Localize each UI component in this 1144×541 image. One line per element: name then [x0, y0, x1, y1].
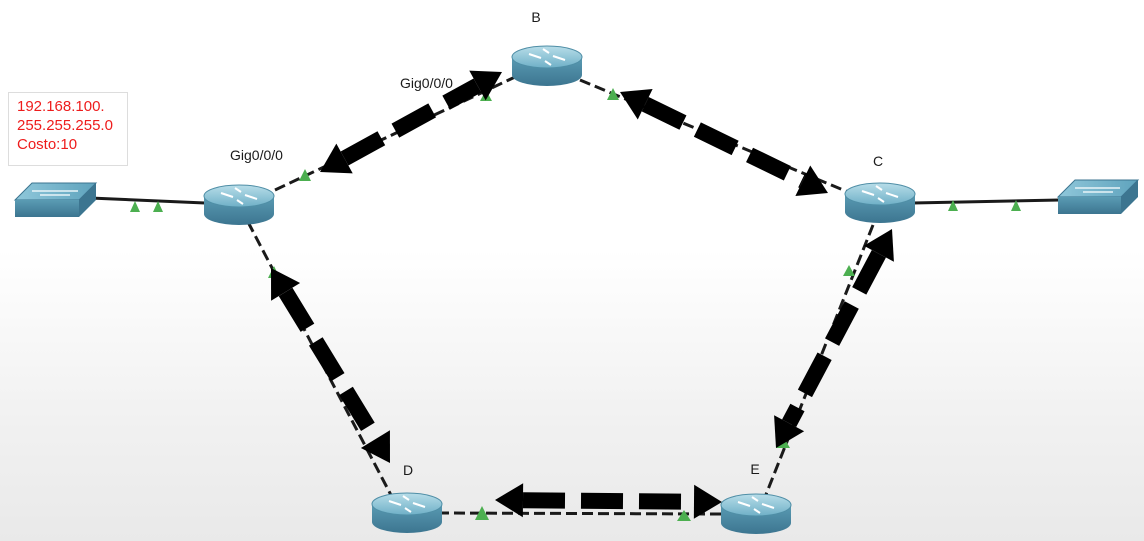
link-up-triangle [475, 506, 489, 520]
router-e[interactable] [720, 493, 792, 534]
switch-icon [32, 190, 78, 196]
double-arrow [620, 88, 828, 197]
router-icon [737, 496, 775, 514]
router-c-label: C [873, 153, 883, 169]
router-links [246, 75, 875, 516]
router-a[interactable] [203, 184, 275, 225]
router-icon [861, 185, 899, 203]
link-up-triangle [130, 201, 140, 212]
link-c-right-switch [912, 198, 1061, 211]
double-arrow [774, 229, 894, 448]
link-up-triangle [299, 169, 311, 181]
router-icon [388, 495, 426, 513]
link-left-switch-a [89, 196, 206, 212]
router-e-label: E [750, 461, 759, 477]
switch-icon [1075, 187, 1120, 193]
interface-label-b: Gig0/0/0 [400, 75, 453, 91]
link-up-triangle [153, 201, 163, 212]
router-d[interactable] [371, 492, 443, 533]
switch-right[interactable] [1056, 179, 1140, 214]
ip-annotation-note: 192.168.100. 255.255.255.0 Costo:10 [8, 92, 128, 166]
router-b[interactable] [511, 45, 583, 86]
link-up-triangle [843, 265, 855, 276]
note-cost: Costo:10 [17, 136, 78, 153]
traffic-arrows [271, 70, 894, 519]
note-network: 192.168.100. [17, 98, 105, 115]
double-arrow [495, 483, 722, 519]
router-c[interactable] [844, 182, 916, 223]
link-up-triangle [607, 88, 619, 100]
routers-layer [203, 45, 916, 534]
note-mask: 255.255.255.0 [17, 117, 113, 134]
double-arrow [271, 268, 390, 463]
switch-left[interactable] [13, 182, 98, 217]
link-up-triangle [1011, 200, 1021, 211]
router-b-label: B [531, 9, 540, 25]
interface-label-a: Gig0/0/0 [230, 147, 283, 163]
link-up-triangle [948, 200, 958, 211]
router-icon [528, 48, 566, 66]
link-up-triangle [677, 510, 691, 521]
router-d-label: D [403, 462, 413, 478]
double-arrow [320, 70, 502, 174]
router-icon [220, 187, 258, 205]
link-a-b [274, 75, 516, 192]
